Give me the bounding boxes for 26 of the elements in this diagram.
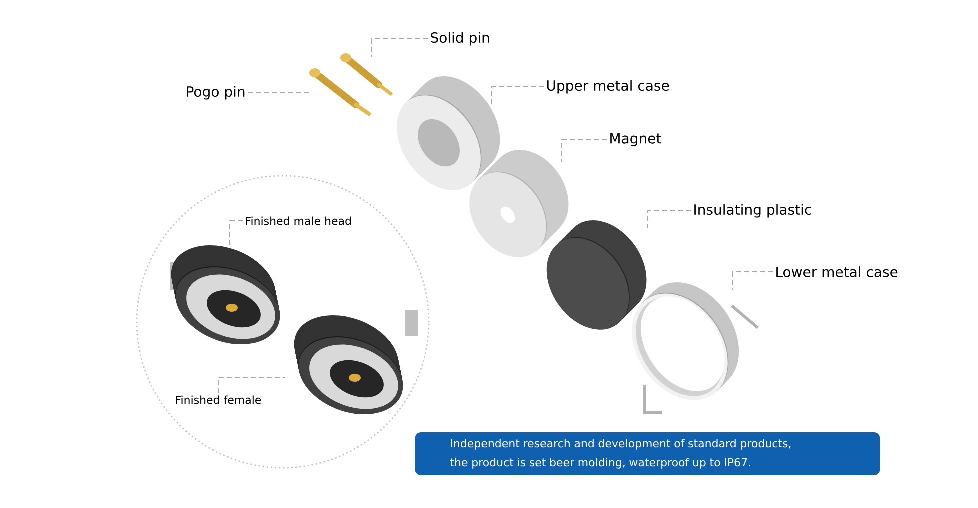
part-label: Solid pin — [431, 32, 490, 46]
leader-line — [732, 272, 774, 290]
magnet-drawing — [470, 150, 569, 258]
leader-line — [372, 38, 428, 58]
part-label: Magnet — [610, 133, 662, 147]
leader-line — [230, 220, 244, 246]
part-label: Insulating plastic — [694, 204, 812, 218]
pogo-pin-drawing — [310, 68, 371, 116]
leader-line — [248, 92, 310, 94]
solid-pin-drawing — [340, 54, 393, 96]
insulating-plastic-drawing — [546, 220, 647, 330]
part-label: Finished male head — [246, 216, 351, 226]
part-label: Lower metal case — [776, 266, 898, 278]
leader-line — [492, 86, 544, 104]
lower-case-drawing — [632, 282, 759, 414]
female-head-drawing — [294, 310, 418, 415]
dotted-circle — [136, 175, 430, 469]
info-banner: Independent research and development of standard products, the product is set beer molding, waterproof up to IP67. — [415, 432, 880, 476]
part-label: Pogo pin — [187, 86, 245, 100]
part-label: Finished female — [176, 396, 262, 404]
leader-line — [562, 140, 608, 162]
male-head-drawing — [170, 245, 280, 345]
part-label: Upper metal case — [547, 80, 670, 94]
upper-case-drawing — [397, 76, 500, 190]
leader-line — [648, 210, 692, 228]
leader-line — [218, 378, 286, 394]
